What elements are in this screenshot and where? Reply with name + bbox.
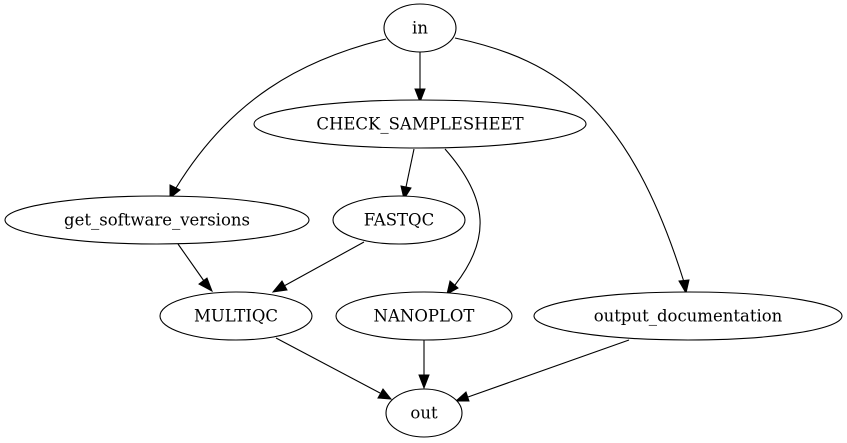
edge-check-samplesheet-nanoplot: [444, 148, 481, 295]
edge-in-output-documentation: [454, 37, 690, 295]
node-fastqc-label: FASTQC: [364, 211, 434, 230]
edge-get-software-versions-multiqc: [177, 243, 213, 293]
node-output-documentation: output_documentation: [533, 291, 843, 341]
edge-fastqc-multiqc: [271, 241, 365, 293]
edge-check-samplesheet-fastqc: [400, 148, 415, 201]
node-out: out: [385, 388, 463, 438]
node-in-label: in: [412, 19, 428, 38]
node-get-software-versions-label: get_software_versions: [64, 211, 250, 230]
node-get-software-versions: get_software_versions: [4, 195, 310, 245]
node-in: in: [383, 3, 457, 53]
node-output-documentation-label: output_documentation: [594, 307, 783, 326]
node-nanoplot-label: NANOPLOT: [374, 307, 475, 326]
edge-multiqc-out: [275, 337, 393, 400]
edge-layer: [169, 37, 690, 402]
edge-nanoplot-out: [418, 340, 430, 390]
node-out-label: out: [410, 404, 438, 423]
node-fastqc: FASTQC: [332, 195, 466, 245]
edge-in-check-samplesheet: [414, 52, 426, 104]
node-multiqc: MULTIQC: [159, 291, 313, 341]
node-nanoplot: NANOPLOT: [335, 291, 513, 341]
node-multiqc-label: MULTIQC: [194, 307, 278, 326]
node-layer: in CHECK_SAMPLESHEET get_software_versio…: [4, 3, 843, 438]
edge-output-documentation-out: [454, 339, 630, 402]
edge-in-get-software-versions: [169, 38, 387, 200]
node-check-samplesheet: CHECK_SAMPLESHEET: [253, 99, 587, 149]
node-check-samplesheet-label: CHECK_SAMPLESHEET: [316, 115, 523, 134]
